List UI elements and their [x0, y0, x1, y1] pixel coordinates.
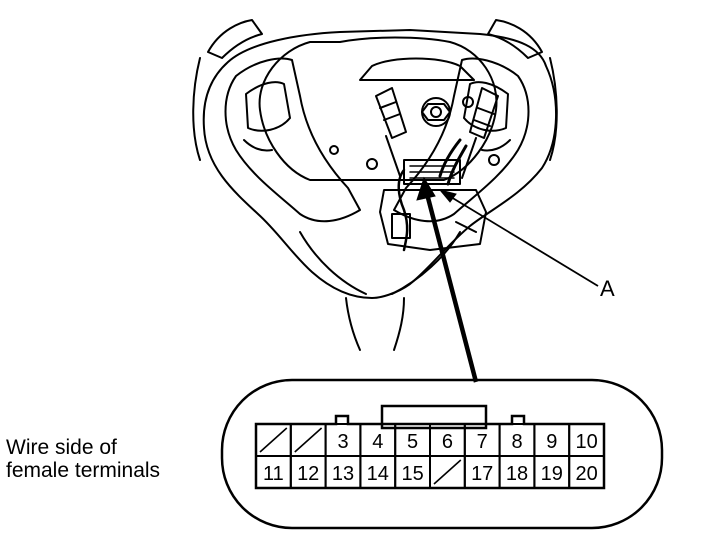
- terminal-label-5: 5: [407, 431, 418, 453]
- terminal-label-17: 17: [471, 463, 493, 485]
- terminal-label-4: 4: [372, 431, 383, 453]
- terminal-label-18: 18: [506, 463, 528, 485]
- terminal-label-12: 12: [297, 463, 319, 485]
- terminal-label-7: 7: [477, 431, 488, 453]
- callout-label-a: A: [600, 276, 615, 301]
- terminal-label-19: 19: [541, 463, 563, 485]
- connector-pointer-arrowhead: [416, 176, 436, 201]
- empty-terminal-slash-2: [294, 427, 323, 453]
- terminal-label-14: 14: [367, 463, 389, 485]
- empty-terminal-slash-1: [259, 427, 288, 453]
- connector-lock-tab: [380, 404, 488, 430]
- connector-face: [220, 378, 664, 530]
- terminal-label-3: 3: [337, 431, 348, 453]
- connector-caption: Wire side of female terminals: [6, 436, 160, 482]
- terminal-cell-20: [568, 455, 606, 489]
- terminal-label-9: 9: [546, 431, 557, 453]
- terminal-label-20: 20: [575, 463, 597, 485]
- terminal-label-8: 8: [511, 431, 522, 453]
- caption-line-1: Wire side of: [6, 436, 117, 459]
- empty-terminal-slash-16: [433, 459, 462, 485]
- terminal-grid: 3 4 5 6 7 8 9 10 11 12 13 14 15 17 18 19 20: [255, 423, 606, 489]
- terminal-label-6: 6: [442, 431, 453, 453]
- terminal-label-10: 10: [575, 431, 597, 453]
- connector-pointer-arrow: [423, 189, 479, 383]
- callout-a-arrowhead: [438, 189, 457, 203]
- terminal-label-15: 15: [401, 463, 423, 485]
- callout-a-leader: [445, 193, 599, 287]
- terminal-label-11: 11: [263, 463, 284, 485]
- caption-line-2: female terminals: [6, 459, 161, 482]
- pointer-lines: [416, 176, 599, 383]
- steering-wheel-illustration: [192, 19, 558, 351]
- connector-housing: [220, 378, 664, 530]
- terminal-label-13: 13: [332, 463, 354, 485]
